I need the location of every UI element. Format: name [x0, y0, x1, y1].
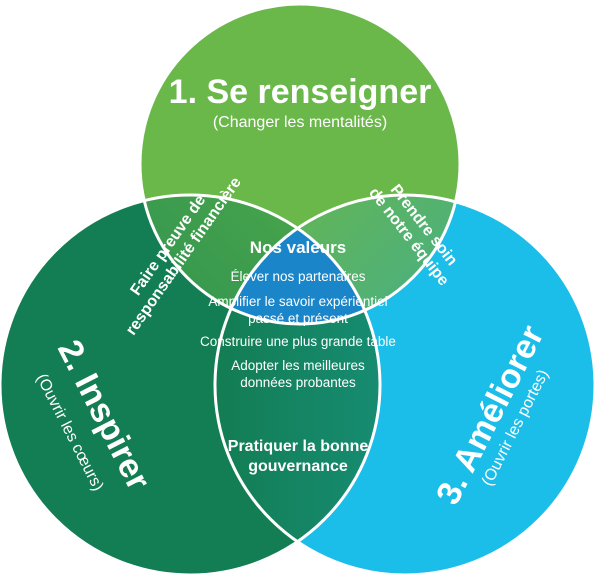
- center-item-4-line-2: données probantes: [240, 375, 356, 390]
- top-circle-subtitle: (Changer les mentalités): [213, 114, 387, 131]
- overlap-bottom-line-1: Pratiquer la bonne: [228, 438, 369, 455]
- center-item-2-line-1: Amplifier le savoir expérientiel: [208, 294, 387, 309]
- top-circle-title: 1. Se renseigner: [169, 73, 432, 111]
- center-item-4-line-1: Adopter les meilleures: [231, 358, 365, 373]
- center-item-3: Construire une plus grande table: [200, 334, 396, 349]
- center-region: [215, 195, 380, 324]
- left-circle-outline: [0, 193, 382, 577]
- center-item-2-line-2: passé et présent: [248, 311, 348, 326]
- top-circle-outline: [138, 2, 462, 326]
- center-title: Nos valeurs: [250, 238, 346, 257]
- right-circle-outline: [213, 193, 597, 577]
- overlap-bottom-line-2: gouvernance: [248, 458, 348, 475]
- center-item-1: Élever nos partenaires: [230, 269, 365, 284]
